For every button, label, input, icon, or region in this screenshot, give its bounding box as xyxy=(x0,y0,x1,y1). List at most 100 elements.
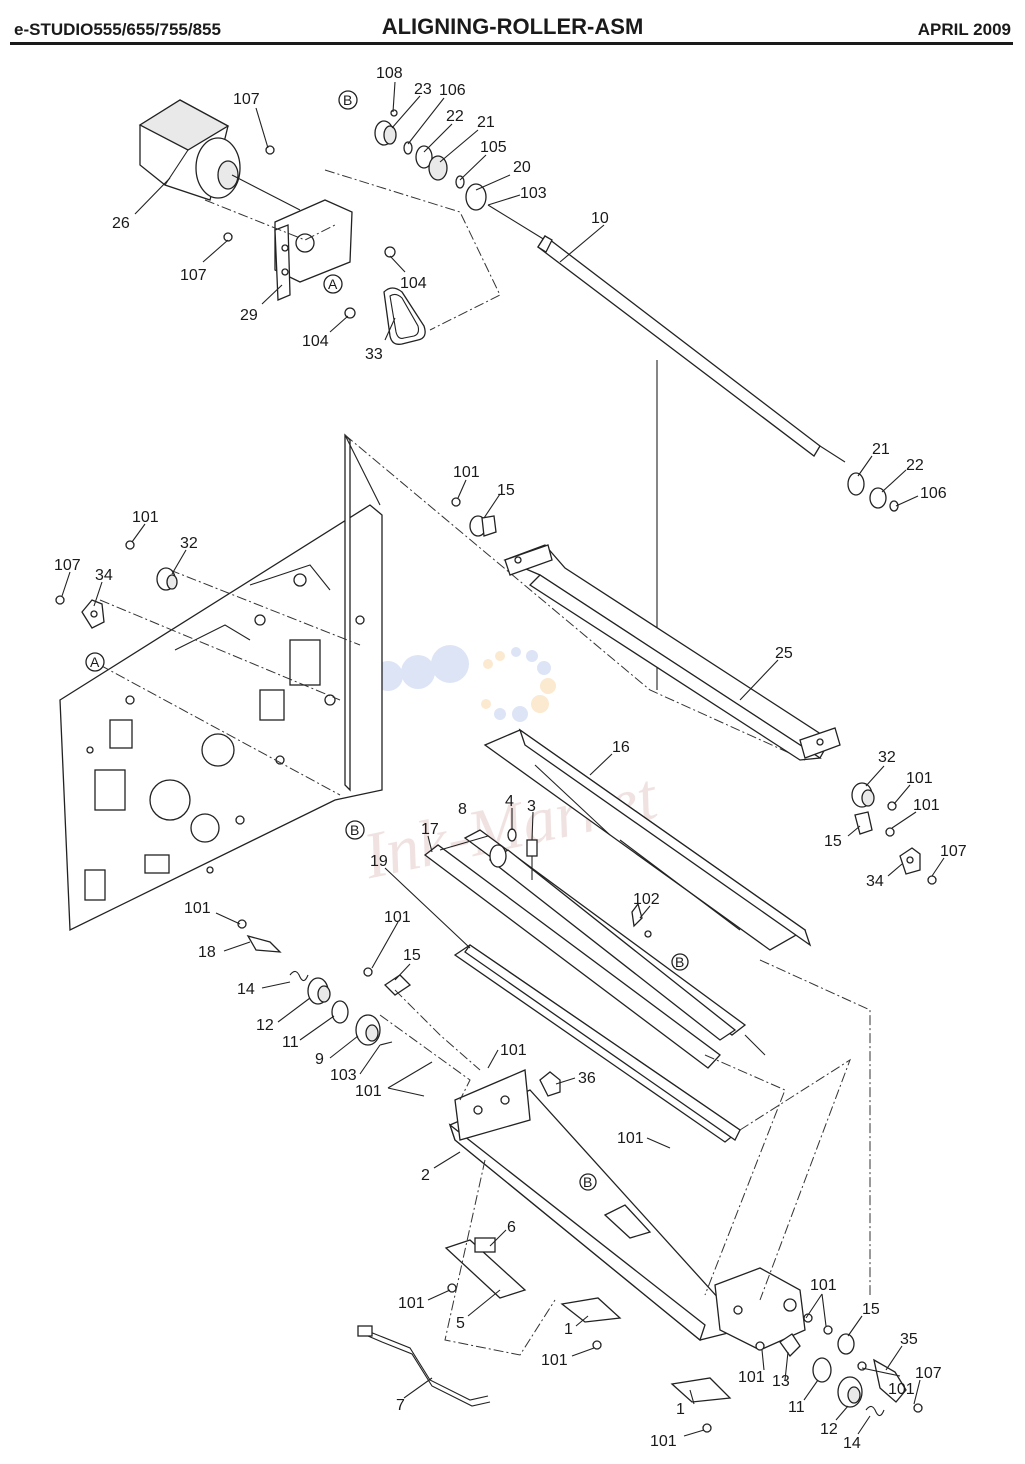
callout-12: 12 xyxy=(820,1421,838,1438)
callout-15: 15 xyxy=(497,482,515,499)
roller-19 xyxy=(453,944,742,1143)
callout-103: 103 xyxy=(330,1067,357,1084)
guide-line xyxy=(99,664,341,796)
callout-3: 3 xyxy=(527,798,536,815)
page-header: e-STUDIO555/655/755/855 ALIGNING-ROLLER-… xyxy=(14,14,1011,44)
callout-11: 11 xyxy=(788,1399,805,1416)
callout-20: 20 xyxy=(513,159,531,176)
callout-101: 101 xyxy=(888,1381,915,1398)
callout-10: 10 xyxy=(591,210,609,227)
guide-line xyxy=(739,1058,851,1301)
guide-line xyxy=(394,989,481,1071)
callout-101: 101 xyxy=(132,509,159,526)
callout-21: 21 xyxy=(477,114,495,131)
plate-1-upper xyxy=(560,1297,622,1350)
guide-line xyxy=(379,1014,471,1101)
motor-26 xyxy=(138,99,301,211)
ref-mark-b: B xyxy=(675,954,684,970)
callout-107: 107 xyxy=(915,1365,942,1382)
callout-29: 29 xyxy=(240,307,258,324)
callout-101: 101 xyxy=(541,1352,568,1369)
callout-102: 102 xyxy=(633,891,660,908)
ref-mark-b: B xyxy=(583,1174,592,1190)
callout-9: 9 xyxy=(315,1051,324,1068)
callout-32: 32 xyxy=(878,749,896,766)
bushing-15-top xyxy=(451,497,497,537)
header-rule xyxy=(10,42,1013,45)
callout-8: 8 xyxy=(458,801,467,818)
callout-104: 104 xyxy=(400,275,427,292)
callout-11: 11 xyxy=(282,1034,299,1051)
guide-line xyxy=(204,199,336,241)
callout-108: 108 xyxy=(376,65,403,82)
guide-line xyxy=(344,434,806,761)
guide-line xyxy=(704,1054,786,1296)
callout-34: 34 xyxy=(866,873,884,890)
callout-14: 14 xyxy=(237,981,255,998)
callout-106: 106 xyxy=(920,485,947,502)
callout-107: 107 xyxy=(940,843,967,860)
leader-lines xyxy=(61,81,945,1437)
guide-line xyxy=(169,569,361,646)
gear-stack xyxy=(374,109,487,211)
callout-32: 32 xyxy=(180,535,198,552)
callout-15: 15 xyxy=(824,833,842,850)
bracket-2 xyxy=(448,1069,806,1351)
guide-plate-16 xyxy=(483,728,812,951)
callout-18: 18 xyxy=(198,944,216,961)
callout-26: 26 xyxy=(112,215,130,232)
sensor-bracket-5-6 xyxy=(444,1237,527,1299)
callout-7: 7 xyxy=(396,1397,405,1414)
callout-101: 101 xyxy=(384,909,411,926)
callout-19: 19 xyxy=(370,853,388,870)
rail-25 xyxy=(503,544,841,761)
ref-mark-a: A xyxy=(328,276,338,292)
callout-101: 101 xyxy=(453,464,480,481)
roller-shaft-10 xyxy=(487,204,899,512)
callout-101: 101 xyxy=(355,1083,382,1100)
callout-105: 105 xyxy=(480,139,507,156)
callout-101: 101 xyxy=(913,797,940,814)
guide-line xyxy=(324,169,501,331)
callout-14: 14 xyxy=(843,1435,861,1452)
callout-107: 107 xyxy=(180,267,207,284)
right-bearing-parts xyxy=(851,782,937,885)
sensor-36 xyxy=(539,1071,561,1097)
callout-101: 101 xyxy=(650,1433,677,1450)
model-name: e-STUDIO555/655/755/855 xyxy=(14,20,221,39)
callout-22: 22 xyxy=(446,108,464,125)
issue-date: APRIL 2009 xyxy=(917,20,1011,39)
cable-7 xyxy=(357,1325,491,1407)
callout-101: 101 xyxy=(738,1369,765,1386)
callout-15: 15 xyxy=(862,1301,880,1318)
callout-labels: 108 23 106 107 22 21 105 20 103 10 26 10… xyxy=(54,65,967,1452)
guide-line xyxy=(444,1159,556,1356)
callout-23: 23 xyxy=(414,81,432,98)
callout-101: 101 xyxy=(617,1130,644,1147)
belt-33 xyxy=(383,287,426,345)
callout-1: 1 xyxy=(676,1401,685,1418)
callout-101: 101 xyxy=(810,1277,837,1294)
callout-25: 25 xyxy=(775,645,793,662)
callout-15: 15 xyxy=(403,947,421,964)
ref-mark-b: B xyxy=(343,92,352,108)
reference-marks: B A A B B B xyxy=(85,90,689,1191)
callout-17: 17 xyxy=(421,821,439,838)
callout-13: 13 xyxy=(772,1373,790,1390)
callout-6: 6 xyxy=(507,1219,516,1236)
screws-107-104 xyxy=(223,145,396,319)
callout-107: 107 xyxy=(54,557,81,574)
callout-33: 33 xyxy=(365,346,383,363)
callout-107: 107 xyxy=(233,91,260,108)
callout-12: 12 xyxy=(256,1017,274,1034)
callout-2: 2 xyxy=(421,1167,430,1184)
callout-101: 101 xyxy=(398,1295,425,1312)
ref-mark-a: A xyxy=(90,654,100,670)
side-frame xyxy=(59,433,383,932)
plate-1-lower xyxy=(670,1377,732,1433)
page-title: ALIGNING-ROLLER-ASM xyxy=(381,14,644,39)
callout-4: 4 xyxy=(505,793,514,810)
callout-16: 16 xyxy=(612,739,630,756)
callout-104: 104 xyxy=(302,333,329,350)
callout-101: 101 xyxy=(184,900,211,917)
